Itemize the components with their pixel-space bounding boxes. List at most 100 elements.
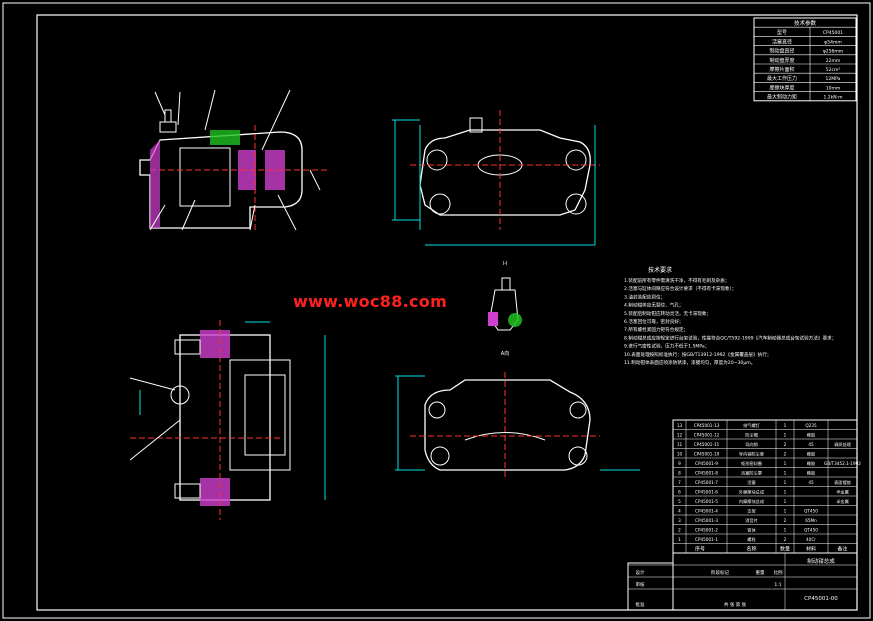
bom-cell: 导向销 — [745, 441, 758, 448]
bom-cell: 4 — [678, 509, 681, 514]
side-view-bottom-left — [129, 320, 326, 520]
bom-cell: 活塞 — [747, 479, 756, 486]
bom-cell: 2 — [678, 528, 681, 533]
bom-cell: 1 — [678, 537, 681, 542]
note-line: 6.活塞回位可靠，密封良好； — [624, 318, 684, 325]
watermark-text: www.woc88.com — [293, 292, 448, 311]
bom-cell: 1 — [784, 423, 787, 428]
bom-cell: 1 — [784, 471, 787, 476]
bom-header-cell: 备注 — [837, 546, 847, 553]
param-name: 最大制动力矩 — [767, 94, 797, 101]
title-block: 制动钳总成CP45001-00设计审核批准阶段标记重量比例1:1共 张 第 张 — [627, 552, 858, 611]
drawing-name: 制动钳总成 — [807, 557, 835, 565]
bom-header-cell: 数量 — [780, 546, 790, 553]
param-value: 52cm² — [826, 67, 841, 73]
front-view-top-right — [392, 110, 600, 246]
note-line: 2.活塞与缸体间隙应符合设计要求（不得有卡滞现象）； — [624, 285, 736, 292]
bom-cell: 1 — [784, 509, 787, 514]
bom-cell: 橡胶 — [807, 451, 815, 458]
bom-cell: CP45001-12 — [694, 433, 720, 438]
view-A-bottom-right — [395, 372, 640, 480]
designer-label: 设计 — [636, 569, 645, 576]
bom-cell: 6 — [678, 490, 681, 495]
bom-cell: 7 — [678, 480, 681, 485]
bom-cell: QT450 — [804, 509, 818, 514]
weight-label: 重量 — [756, 569, 765, 576]
note-line: 1.装配前所有零件需清洗干净，不得有毛刺及杂质； — [624, 277, 729, 284]
bom-cell: 1 — [784, 433, 787, 438]
param-value: 12MPa — [826, 76, 841, 82]
bom-cell: 8 — [678, 471, 681, 476]
bom-cell: 2 — [784, 452, 787, 457]
bom-cell: 40Cr — [806, 537, 816, 542]
title-block-left-frame — [627, 562, 674, 611]
param-value: 1.2kN·m — [824, 95, 843, 101]
bom-cell: 内摩擦块总成 — [739, 498, 764, 505]
param-table-frame — [753, 17, 857, 102]
scale-label: 比例 — [774, 569, 783, 576]
bom-cell: 13 — [677, 423, 683, 428]
bom-cell: 橡胶 — [807, 432, 815, 439]
bom-cell: 排气螺钉 — [743, 422, 761, 429]
bom-cell: 3 — [678, 518, 681, 523]
bom-cell: 橡胶 — [807, 460, 815, 467]
param-name: 摩擦片面积 — [769, 66, 794, 73]
checker-label: 审核 — [636, 581, 645, 588]
bom-cell: Q235 — [805, 423, 817, 428]
param-value: 10mm — [826, 85, 841, 91]
param-name: 活塞直径 — [772, 38, 792, 45]
bom-cell: 螺栓 — [747, 536, 756, 543]
param-value: φ54mm — [824, 39, 841, 45]
bom-cell: 12 — [677, 433, 683, 438]
approver-label: 批准 — [636, 601, 645, 608]
bom-cell: 支架 — [747, 508, 755, 515]
bom-cell: 半金属 — [836, 489, 849, 496]
note-line: 8.制动钳总成应按规定进行台架试验，性能符合QC/T592-1999《汽车制动器… — [624, 334, 836, 341]
bom-cell: 5 — [678, 499, 681, 504]
bom-cell: CP45001-10 — [694, 452, 720, 457]
bom-cell: 导向销防尘套 — [739, 451, 765, 458]
param-name: 型号 — [777, 29, 787, 36]
bom-cell: 11 — [677, 442, 683, 447]
param-name: 摩擦块厚度 — [769, 84, 794, 91]
note-line: 5.装配后制动钳应转动灵活，无卡滞现象； — [624, 310, 711, 317]
bom-cell: CP45001-1 — [695, 537, 718, 542]
bom-cell: 1 — [784, 499, 787, 504]
bom-header-cell: 材料 — [806, 546, 816, 553]
bom-cell: 活塞防尘罩 — [741, 470, 762, 477]
bom-header-cell: 序号 — [695, 546, 705, 553]
bom-cell: CP45001-11 — [694, 442, 720, 447]
section-label: I-I — [503, 261, 508, 267]
bom-cell: 1 — [784, 490, 787, 495]
bom-cell: 65Mn — [805, 518, 817, 523]
notes-title: 技术要求 — [648, 266, 672, 274]
bom-cell: 1 — [784, 528, 787, 533]
bom-cell: 9 — [678, 461, 681, 466]
bom-cell: QT450 — [804, 528, 818, 533]
bom-cell: CP45001-8 — [695, 471, 718, 476]
note-line: 11.制动钳体表面应喷涂防锈漆，漆膜均匀，厚度为20~30μm。 — [624, 359, 755, 366]
bom-cell: 钳体 — [747, 527, 756, 534]
param-value: φ256mm — [823, 49, 843, 55]
param-name: 最大工作压力 — [767, 75, 797, 82]
note-line: 4.制动钳体应无裂纹、气孔； — [624, 302, 684, 309]
bom-cell: 防尘帽 — [745, 432, 758, 439]
bom-cell: 45 — [808, 442, 814, 447]
bom-cell: 10 — [677, 452, 683, 457]
bom-cell: CP45001-3 — [695, 518, 718, 523]
bom-cell: 半金属 — [836, 498, 849, 505]
param-title: 技术参数 — [794, 19, 817, 27]
view-labels: I-IA向 — [501, 261, 509, 357]
bom-cell: 1 — [784, 480, 787, 485]
note-line: 3.油封装配应到位； — [624, 293, 665, 300]
bom-cell: CP45001-2 — [695, 528, 718, 533]
bom-cell: 2 — [784, 537, 787, 542]
bom-cell: 2 — [784, 518, 787, 523]
bom-cell: 表面镀铬 — [834, 479, 852, 486]
bom-cell: 矩形密封圈 — [741, 460, 762, 467]
